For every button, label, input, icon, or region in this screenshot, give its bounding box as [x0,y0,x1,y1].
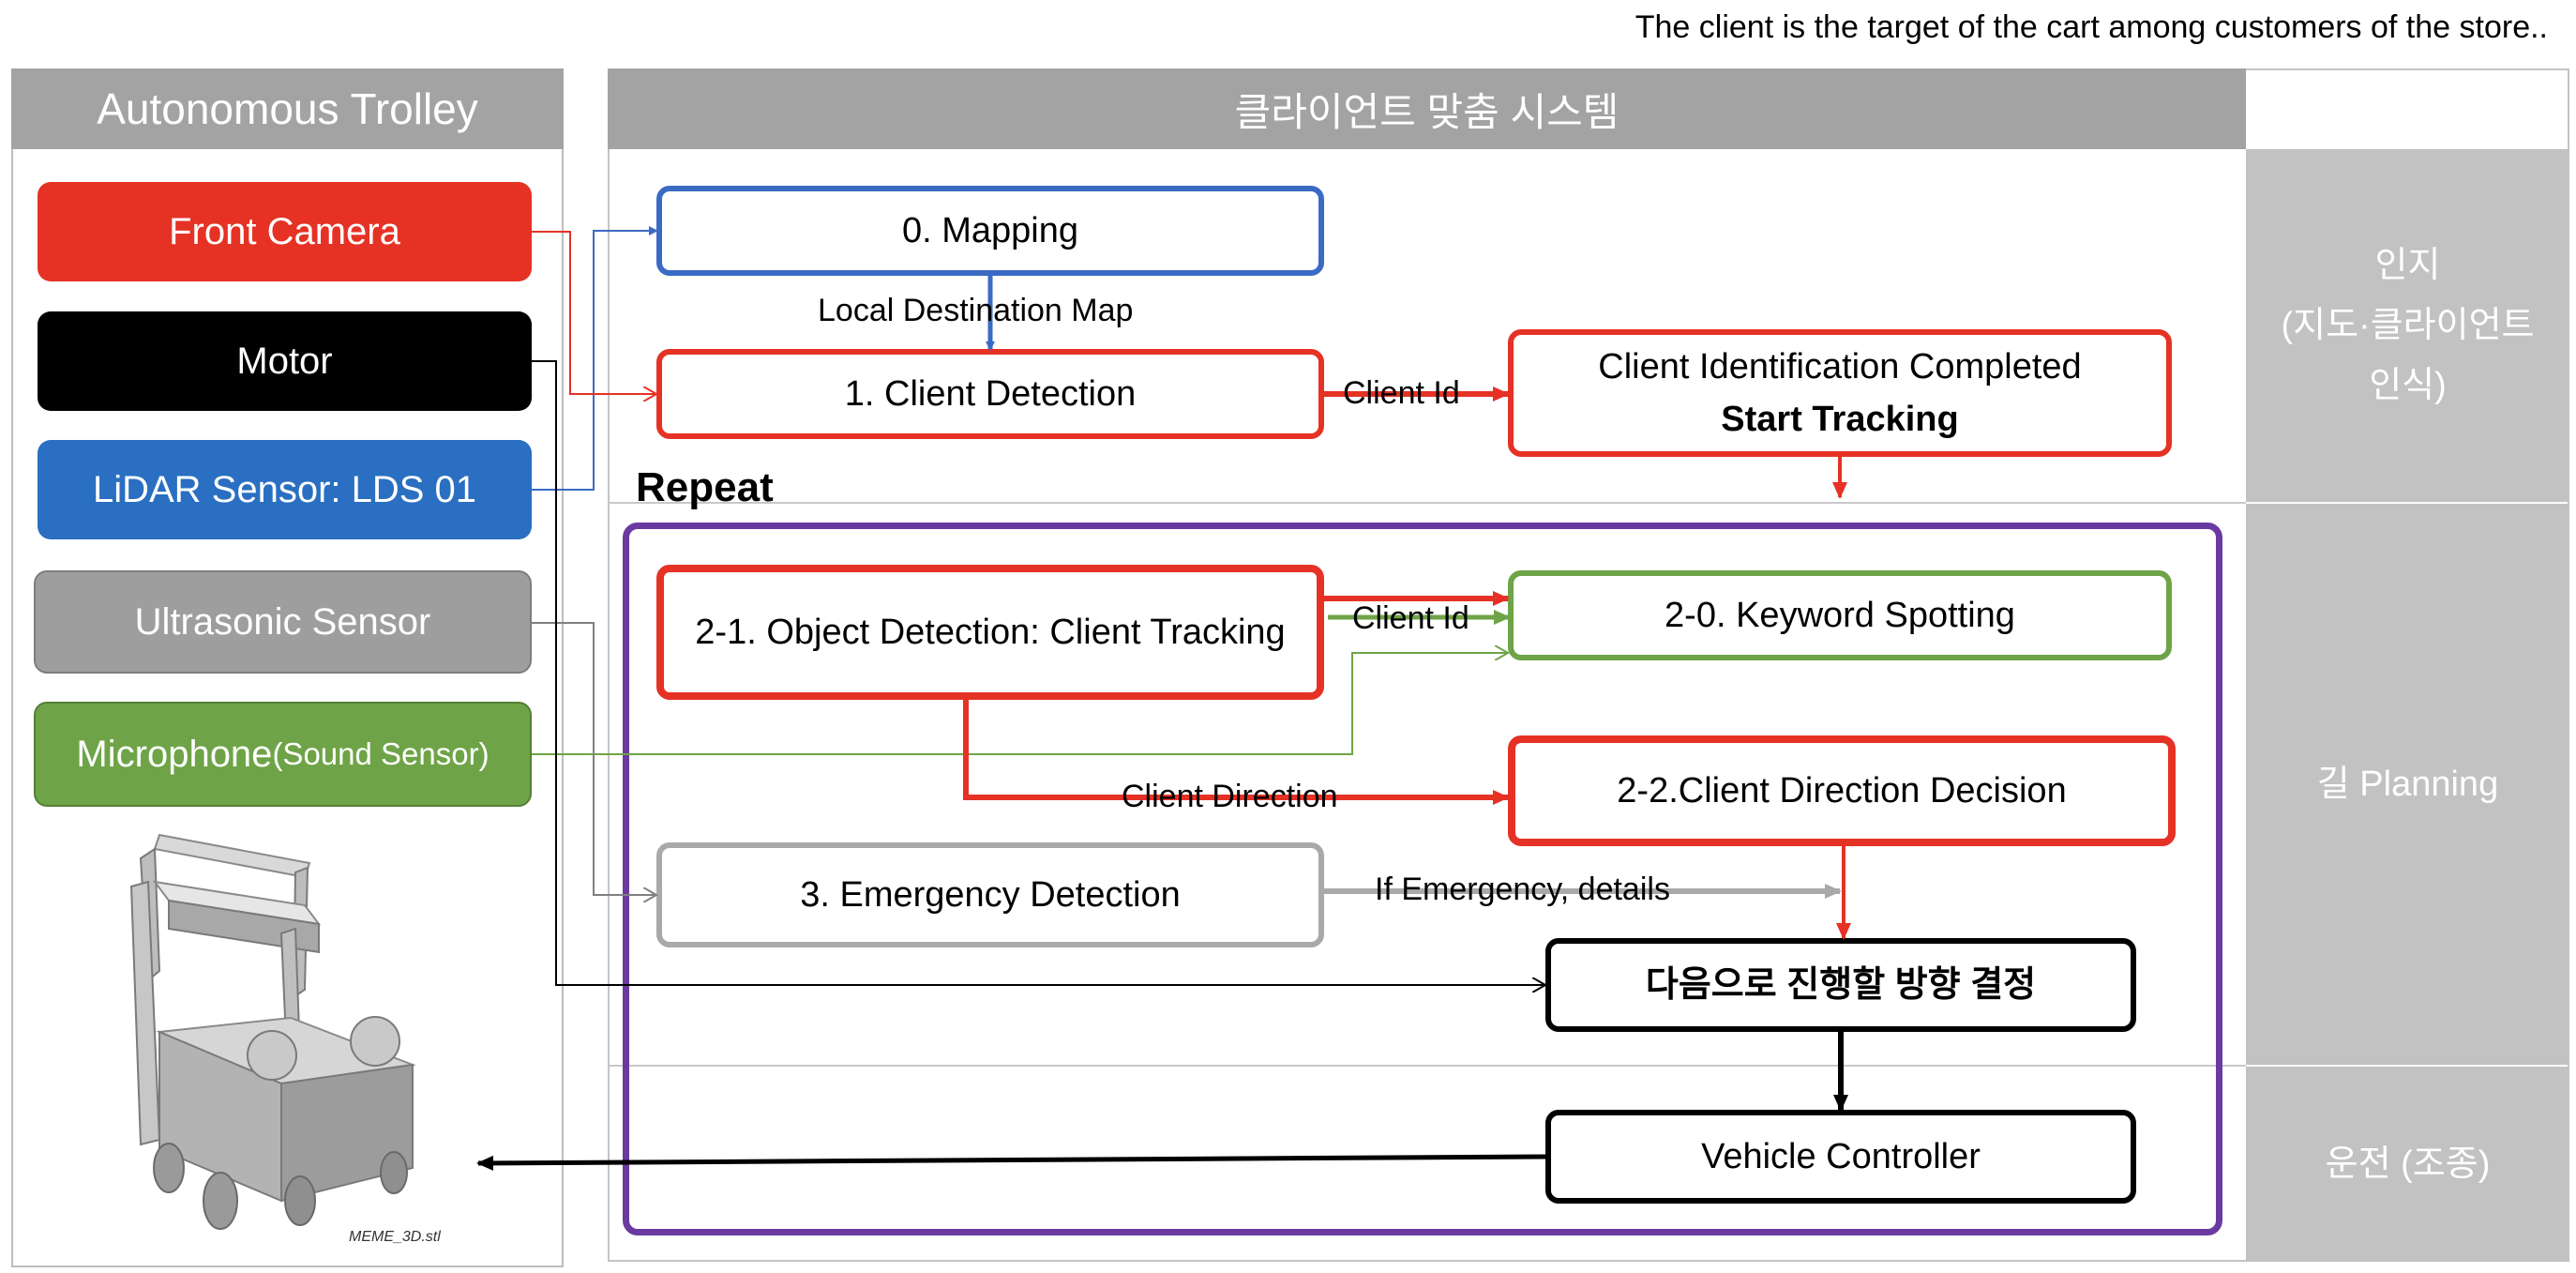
front-camera-box: Front Camera [38,182,532,281]
microphone-to-keyword-arrow [532,653,1508,755]
lidar-sensor-box: LiDAR Sensor: LDS 01 [38,440,532,539]
mapping-label: 0. Mapping [901,211,1078,250]
lidar-to-mapping-arrow [532,226,658,491]
repeat-label: Repeat [636,464,774,510]
client-direction-label: Client Direction [1122,779,1338,814]
client-detection-label: 1. Client Detection [844,374,1137,414]
client-system-title: 클라이언트 맞춤 시스템 [608,68,2246,149]
motor-box: Motor [38,311,532,411]
client-id-label: Client Id [1343,375,1460,411]
ultrasonic-sensor-box: Ultrasonic Sensor [34,570,532,674]
phase-divider [608,502,2246,504]
mapping-box: 0. Mapping [656,186,1324,276]
microphone-box: Microphone(Sound Sensor) [34,702,532,807]
top-note: The client is the target of the cart amo… [1634,9,2548,45]
front-camera-label: Front Camera [169,210,400,252]
microphone-label: Microphone [76,733,273,775]
object-detection-label: 2-1. Object Detection: Client Tracking [695,613,1286,652]
microphone-sublabel: (Sound Sensor) [272,736,490,771]
emergency-detection-label: 3. Emergency Detection [800,875,1181,915]
object-detection-box: 2-1. Object Detection: Client Tracking [656,565,1324,700]
vehicle-controller-box: Vehicle Controller [1545,1110,2136,1204]
motor-to-next-arrow [532,360,1545,985]
if-emergency-label: If Emergency, details [1375,871,1670,907]
next-direction-box: 다음으로 진행할 방향 결정 [1545,938,2136,1032]
client-id-label: Client Id [1352,600,1469,636]
emergency-detection-box: 3. Emergency Detection [656,842,1324,947]
start-tracking-label: Start Tracking [1721,400,1959,439]
keyword-spotting-label: 2-0. Keyword Spotting [1665,596,2015,635]
vehicle-controller-label: Vehicle Controller [1701,1137,1981,1176]
tracking-to-direction-arrow [963,700,1510,805]
next-direction-label: 다음으로 진행할 방향 결정 [1645,965,2037,1005]
client-identified-label: Client Identification Completed [1598,347,2082,386]
autonomous-trolley-title: Autonomous Trolley [11,68,564,149]
lidar-sensor-label: LiDAR Sensor: LDS 01 [92,468,477,510]
local-destination-map-label: Local Destination Map [818,293,1134,328]
camera-to-detection-arrow [532,231,656,394]
repeat-loop-frame [623,523,2222,1235]
client-identified-box: Client Identification Completed Start Tr… [1508,329,2172,457]
model-caption: MEME_3D.stl [349,1229,441,1245]
ultrasonic-to-emergency-arrow [532,622,656,895]
phase-divider [608,1065,2246,1067]
phase-driving: 운전 (조종) [2246,1067,2569,1262]
phase-planning: 길 Planning [2246,504,2569,1065]
client-detection-box: 1. Client Detection [656,349,1324,439]
motor-label: Motor [236,340,333,382]
keyword-spotting-box: 2-0. Keyword Spotting [1508,570,2172,660]
controller-to-trolley-arrow [476,1154,1546,1171]
ultrasonic-sensor-label: Ultrasonic Sensor [134,600,431,643]
phase-perception: 인지 (지도·클라이언트 인식) [2246,149,2569,502]
direction-decision-box: 2-2.Client Direction Decision [1508,735,2176,846]
trolley-3d-model-image [129,833,416,1230]
direction-decision-label: 2-2.Client Direction Decision [1617,771,2067,811]
